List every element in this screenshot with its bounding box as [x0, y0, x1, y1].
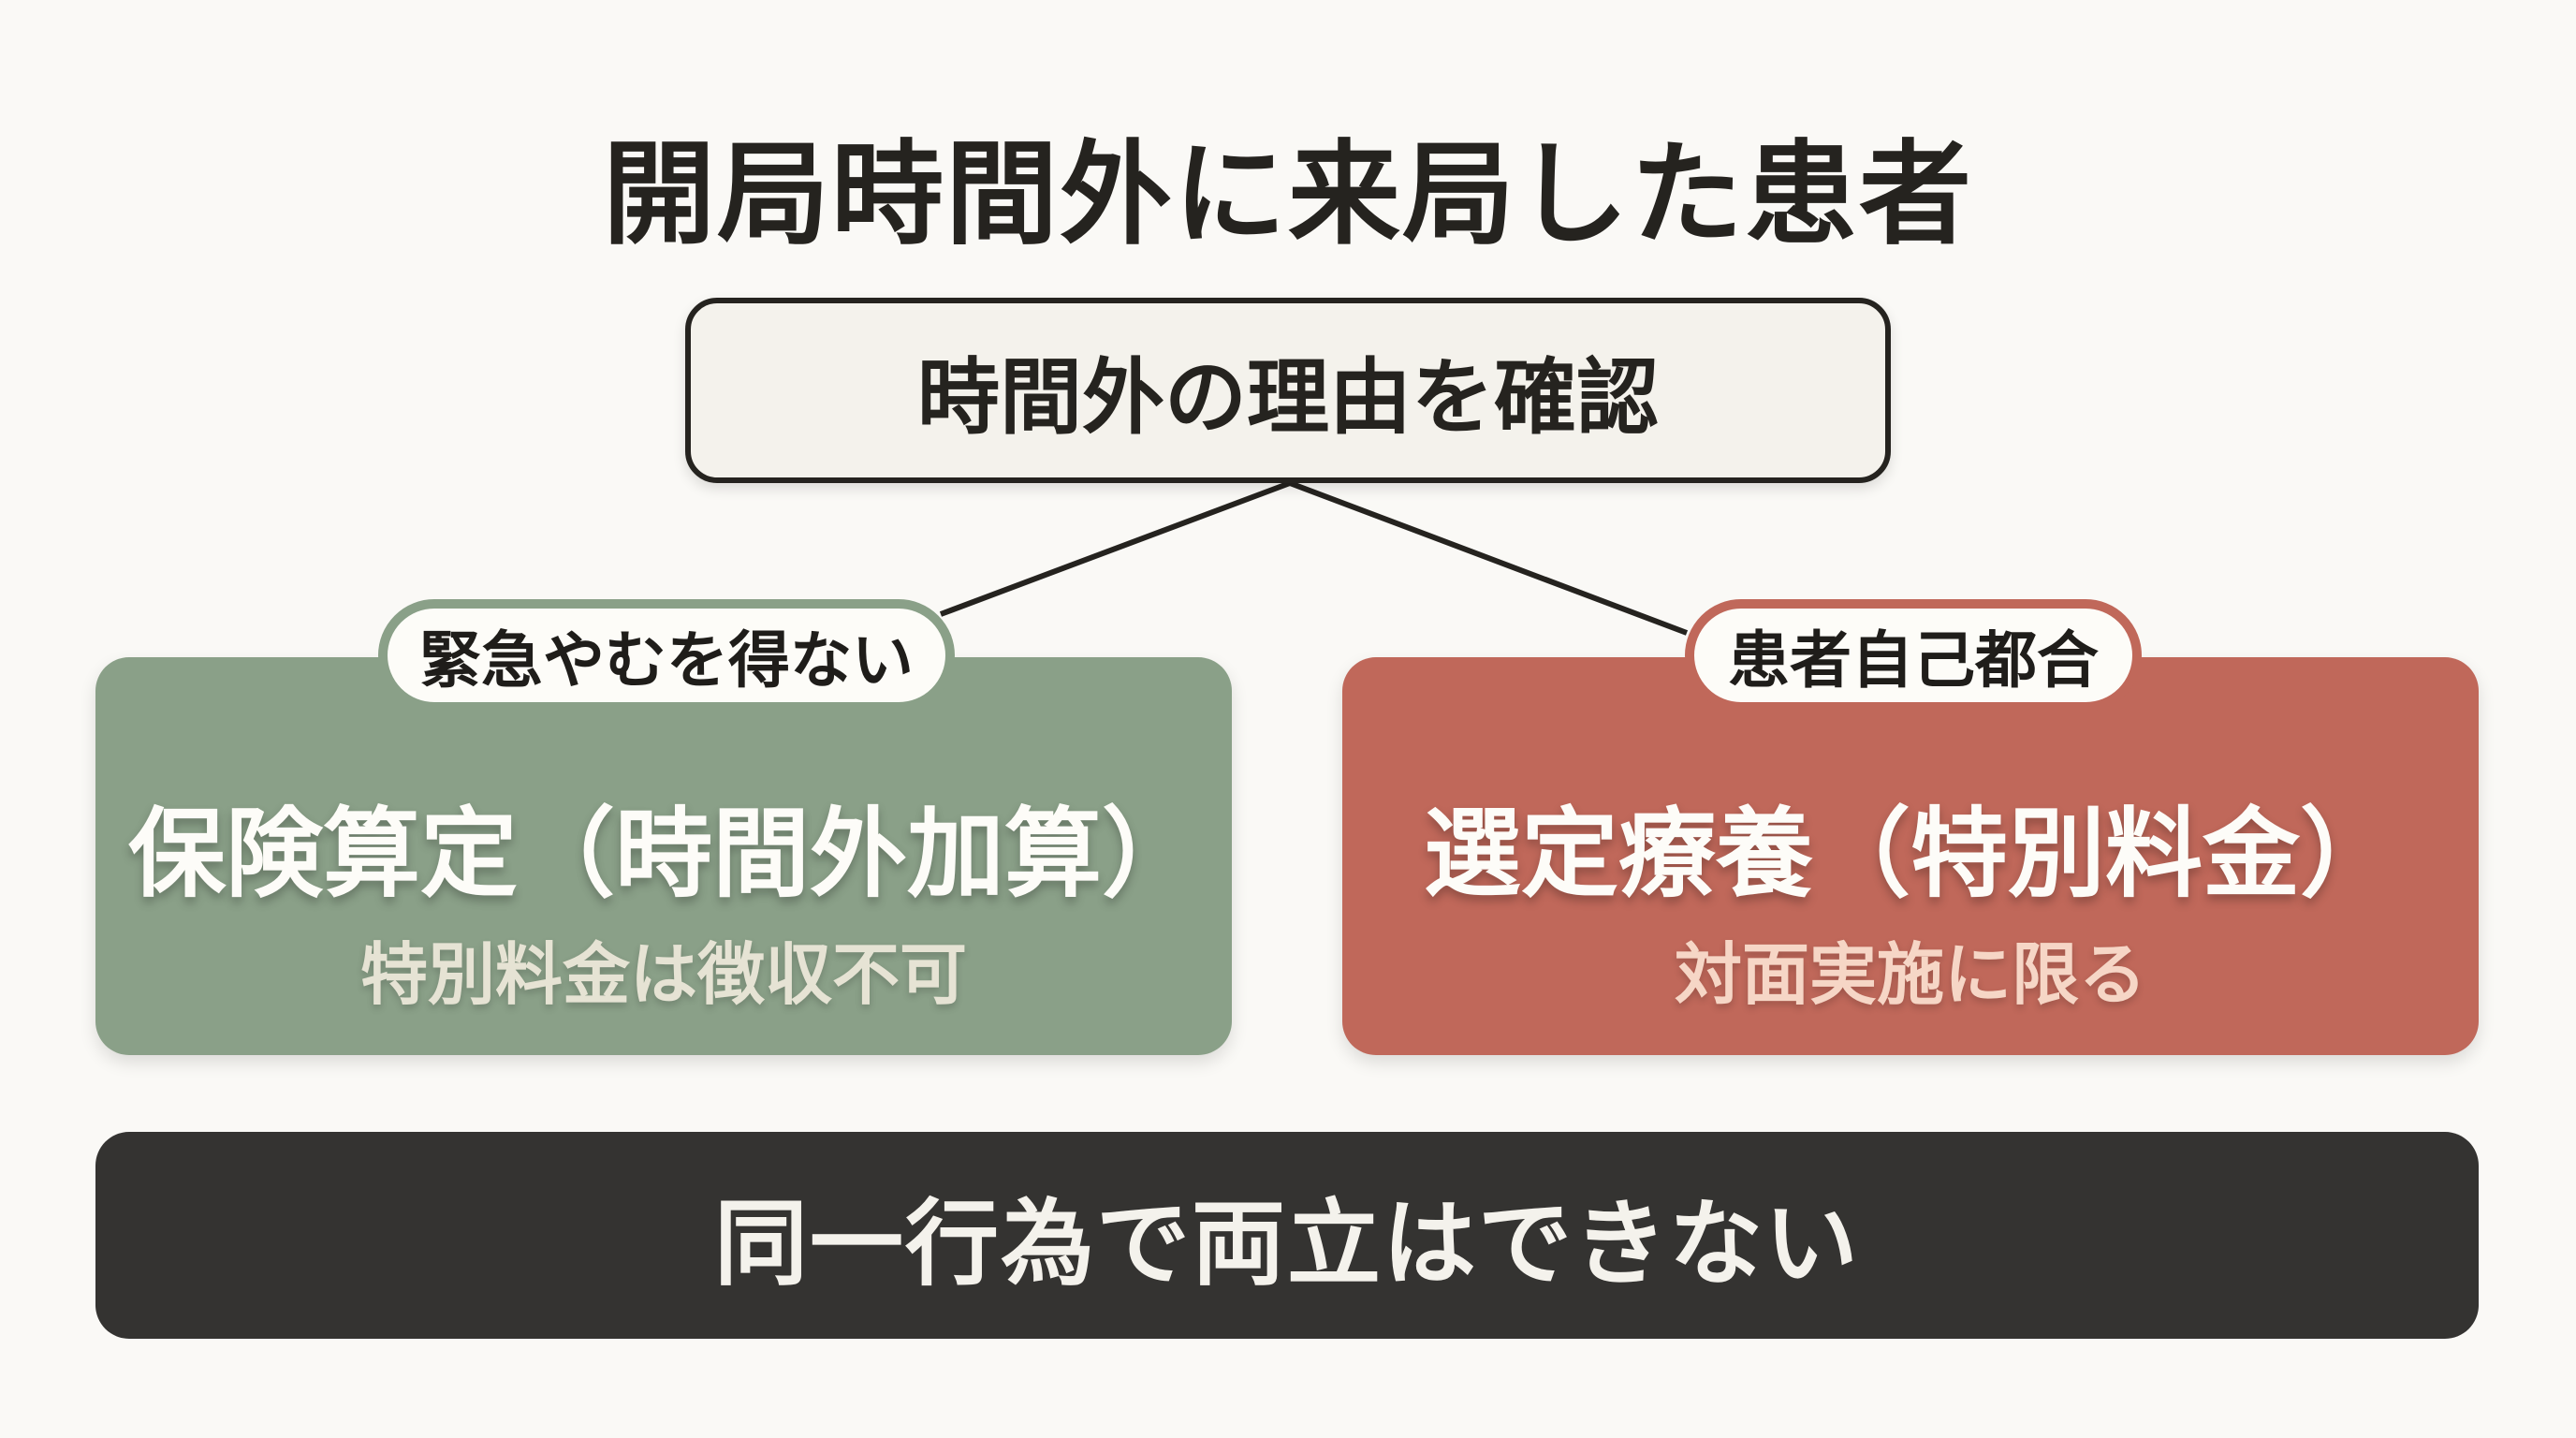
branch-main-text: 選定療養（特別料金）	[1423, 797, 2397, 911]
branch-sub-text: 対面実施に限る	[1674, 935, 2146, 1014]
branch-tag-self-convenience: 患者自己都合	[1685, 599, 2142, 712]
decision-box: 時間外の理由を確認	[685, 298, 1891, 483]
branch-tag-emergency: 緊急やむを得ない	[378, 599, 955, 712]
branch-main-text: 保険算定（時間外加算）	[127, 797, 1199, 911]
footer-note: 同一行為で両立はできない	[95, 1132, 2479, 1339]
page-title: 開局時間外に来局した患者	[603, 130, 1973, 260]
branch-card-emergency: 保険算定（時間外加算） 特別料金は徴収不可	[95, 657, 1232, 1055]
connector-left	[939, 480, 1292, 617]
branch-sub-text: 特別料金は徴収不可	[359, 935, 967, 1014]
branch-card-self-convenience: 選定療養（特別料金） 対面実施に限る	[1342, 657, 2479, 1055]
connector-right	[1288, 480, 1689, 636]
